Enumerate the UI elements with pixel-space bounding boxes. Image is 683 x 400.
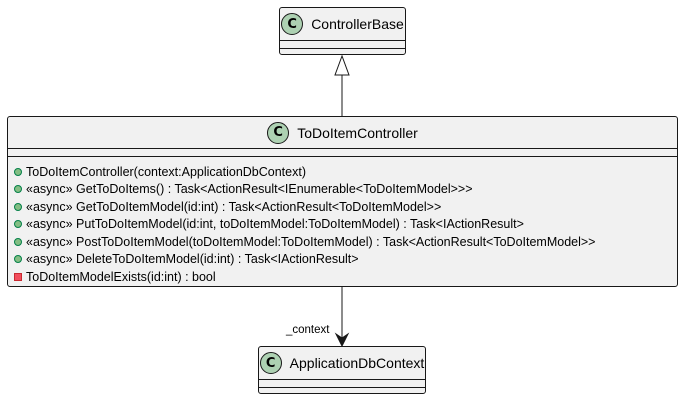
- class-applicationdbcontext[interactable]: C ApplicationDbContext: [258, 346, 426, 394]
- method-get-item: «async» GetToDoItemModel(id:int) : Task<…: [14, 198, 595, 216]
- attributes-divider: [8, 148, 677, 149]
- class-header: C ApplicationDbContext: [259, 347, 425, 379]
- class-name: ToDoItemController: [297, 124, 418, 141]
- association-label: _context: [286, 324, 330, 336]
- public-visibility-icon: [14, 237, 22, 246]
- method-put-item: «async» PutToDoItemModel(id:int, toDoIte…: [14, 216, 595, 234]
- class-badge-icon: C: [267, 121, 290, 144]
- class-controllerbase[interactable]: C ControllerBase: [279, 7, 406, 55]
- class-header: C ToDoItemController: [8, 117, 677, 148]
- attributes-divider: [280, 40, 405, 41]
- class-name: ControllerBase: [311, 16, 404, 32]
- method-delete-item: «async» DeleteToDoItemModel(id:int) : Ta…: [14, 251, 595, 269]
- method-post-item: «async» PostToDoItemModel(toDoItemModel:…: [14, 233, 595, 251]
- attributes-divider: [259, 379, 425, 380]
- public-visibility-icon: [14, 185, 22, 194]
- method-constructor: ToDoItemController(context:ApplicationDb…: [14, 163, 595, 181]
- private-visibility-icon: [14, 272, 22, 281]
- association-arrowhead: [334, 332, 350, 348]
- public-visibility-icon: [14, 220, 22, 229]
- public-visibility-icon: [14, 167, 22, 176]
- class-todoitemcontroller[interactable]: C ToDoItemController ToDoItemController(…: [7, 116, 678, 287]
- public-visibility-icon: [14, 202, 22, 211]
- public-visibility-icon: [14, 255, 22, 264]
- inheritance-arrowhead: [334, 54, 350, 76]
- class-badge-icon: C: [281, 13, 304, 35]
- method-list: ToDoItemController(context:ApplicationDb…: [14, 163, 595, 286]
- methods-divider: [280, 48, 405, 49]
- class-name: ApplicationDbContext: [289, 355, 425, 371]
- methods-divider: [8, 156, 677, 157]
- method-get-items: «async» GetToDoItems() : Task<ActionResu…: [14, 181, 595, 199]
- methods-divider: [259, 387, 425, 388]
- class-badge-icon: C: [259, 352, 282, 374]
- method-item-exists: ToDoItemModelExists(id:int) : bool: [14, 268, 595, 286]
- class-header: C ControllerBase: [280, 8, 405, 40]
